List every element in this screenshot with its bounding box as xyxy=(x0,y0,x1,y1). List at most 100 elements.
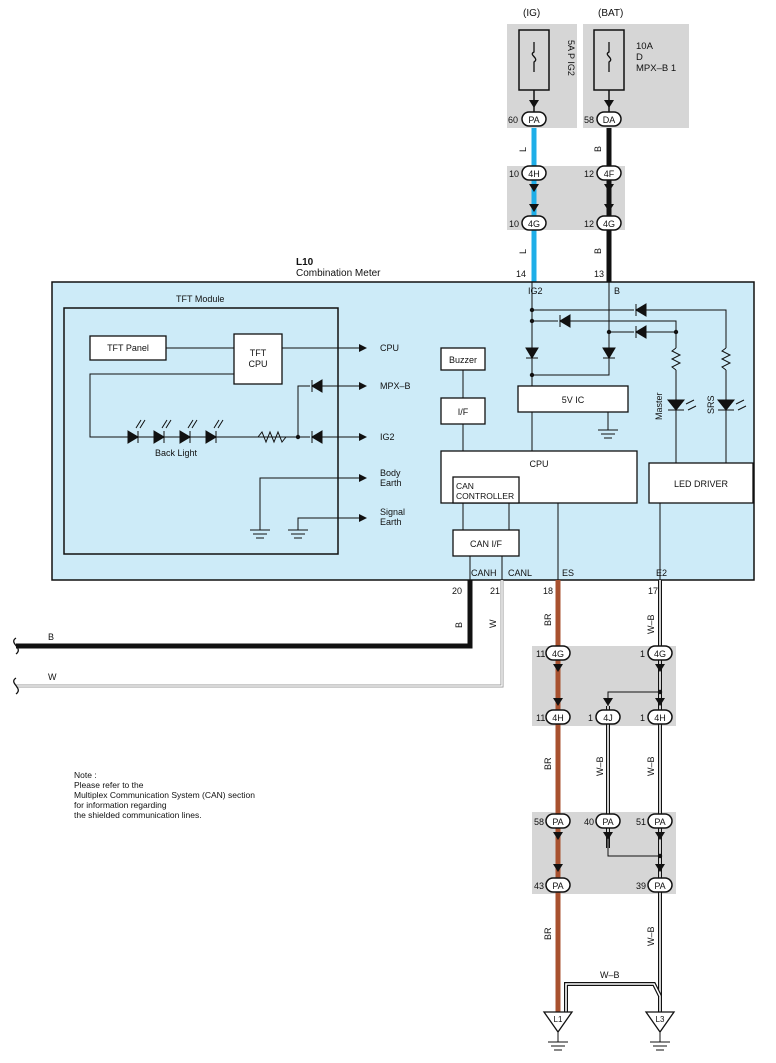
svg-text:4H: 4H xyxy=(552,713,564,723)
connector-4g-12: 4G 12 xyxy=(584,215,622,231)
wire-label-b-vert: B xyxy=(454,622,464,628)
svg-text:60: 60 xyxy=(508,115,518,125)
buzzer-label: Buzzer xyxy=(449,355,477,365)
tft-cpu-label-2: CPU xyxy=(248,359,267,369)
connector-4h-11: 4H 11 xyxy=(536,709,571,725)
svg-text:4G: 4G xyxy=(654,649,666,659)
main-cpu-label: CPU xyxy=(529,459,548,469)
svg-text:4G: 4G xyxy=(603,219,615,229)
connector-pa-51: PA 51 xyxy=(636,813,673,829)
mpxb-label: MPX–B xyxy=(380,381,411,391)
svg-text:1: 1 xyxy=(640,713,645,723)
wire-label-l-1: L xyxy=(518,147,528,152)
can-controller-label-2: CONTROLLER xyxy=(456,491,514,501)
svg-text:L3: L3 xyxy=(656,1015,665,1024)
ic-ground-icon xyxy=(598,429,618,439)
resistor-icon xyxy=(257,430,287,444)
svg-text:DA: DA xyxy=(603,115,616,125)
term-b: B xyxy=(614,286,620,296)
wire-canh-b xyxy=(16,580,473,649)
svg-text:PA: PA xyxy=(552,817,563,827)
svg-text:4H: 4H xyxy=(528,169,540,179)
pin-18: 18 xyxy=(543,586,553,596)
term-canh: CANH xyxy=(471,568,497,578)
term-ig2: IG2 xyxy=(528,286,543,296)
tft-out-cpu: CPU xyxy=(380,343,399,353)
svg-text:PA: PA xyxy=(552,881,563,891)
bat-fuse-rating-3: MPX–B 1 xyxy=(636,63,676,74)
svg-text:40: 40 xyxy=(584,817,594,827)
svg-text:Multiplex Communication System: Multiplex Communication System (CAN) sec… xyxy=(74,790,255,800)
pin-21: 21 xyxy=(490,586,500,596)
wire-label-b-2: B xyxy=(593,248,603,254)
bat-fuse-rating-2: D xyxy=(636,52,643,63)
wire-label-wb-3: W–B xyxy=(646,756,656,776)
tft-cpu-label-1: TFT xyxy=(250,348,267,358)
connector-da-58: DA 58 xyxy=(584,111,622,127)
tft-panel-label: TFT Panel xyxy=(107,343,149,353)
connector-pa-39: PA 39 xyxy=(636,877,673,893)
bat-fuse-rating-1: 10A xyxy=(636,41,654,52)
connector-4g-10: 4G 10 xyxy=(509,215,547,231)
master-label: Master xyxy=(654,392,664,420)
svg-text:1: 1 xyxy=(640,649,645,659)
led-driver-label: LED DRIVER xyxy=(674,479,729,489)
connector-4h-1: 4H 1 xyxy=(640,709,673,725)
backlight-leds-icon xyxy=(127,419,224,444)
tft-panel xyxy=(89,335,167,361)
buzzer-if xyxy=(440,397,486,425)
wire-label-br-2: BR xyxy=(543,757,553,770)
svg-text:4G: 4G xyxy=(552,649,564,659)
wire-label-br-1: BR xyxy=(543,613,553,626)
srs-label: SRS xyxy=(706,395,716,414)
term-es: ES xyxy=(562,568,574,578)
svg-text:4H: 4H xyxy=(654,713,666,723)
connector-4f-12: 4F 12 xyxy=(584,165,622,181)
svg-text:PA: PA xyxy=(654,881,665,891)
if-label: I/F xyxy=(458,407,469,417)
body-earth-label-2: Earth xyxy=(380,478,402,488)
wire-label-w-canl: W xyxy=(48,672,57,682)
signal-earth-label-2: Earth xyxy=(380,517,402,527)
wire-label-wb-4: W–B xyxy=(646,926,656,946)
wire-label-wb-1: W–B xyxy=(646,614,656,634)
meter-code: L10 xyxy=(296,257,314,268)
svg-text:58: 58 xyxy=(584,115,594,125)
term-e2: E2 xyxy=(656,568,667,578)
wire-break-icon xyxy=(13,637,19,655)
wire-wb-e2 xyxy=(564,580,662,1012)
wire-label-wb-2: W–B xyxy=(595,756,605,776)
svg-text:1: 1 xyxy=(588,713,593,723)
svg-text:Note :: Note : xyxy=(74,770,97,780)
svg-text:the shielded communication lin: the shielded communication lines. xyxy=(74,810,202,820)
connector-4h-10: 4H 10 xyxy=(509,165,547,181)
can-controller-label-1: CAN xyxy=(456,481,474,491)
resistor-srs-icon xyxy=(720,347,732,371)
connector-pa-40: PA 40 xyxy=(584,813,621,829)
resistor-master-icon xyxy=(670,347,682,371)
wire-label-l-2: L xyxy=(518,249,528,254)
ic-5v xyxy=(517,385,629,413)
ig-label: (IG) xyxy=(523,8,540,19)
svg-text:10: 10 xyxy=(509,219,519,229)
ground-l3: L3 xyxy=(644,1011,676,1051)
pin-17: 17 xyxy=(648,586,658,596)
svg-text:11: 11 xyxy=(536,649,545,659)
svg-text:51: 51 xyxy=(636,817,646,827)
svg-text:11: 11 xyxy=(536,713,545,723)
wire-canl-w xyxy=(16,580,504,688)
pin-13: 13 xyxy=(594,269,604,279)
svg-text:for information regarding: for information regarding xyxy=(74,800,167,810)
term-canl: CANL xyxy=(508,568,532,578)
connector-4j-1: 4J 1 xyxy=(588,709,621,725)
tft-cpu xyxy=(233,333,283,385)
can-if-label: CAN I/F xyxy=(470,539,503,549)
signal-earth-label-1: Signal xyxy=(380,507,405,517)
note: Note : Please refer to the Multiplex Com… xyxy=(74,770,255,820)
bat-fuse-element-icon xyxy=(606,42,612,72)
wire-label-w-vert: W xyxy=(488,619,498,628)
svg-text:PA: PA xyxy=(654,817,665,827)
back-light-label: Back Light xyxy=(155,448,198,458)
pin-14: 14 xyxy=(516,269,526,279)
